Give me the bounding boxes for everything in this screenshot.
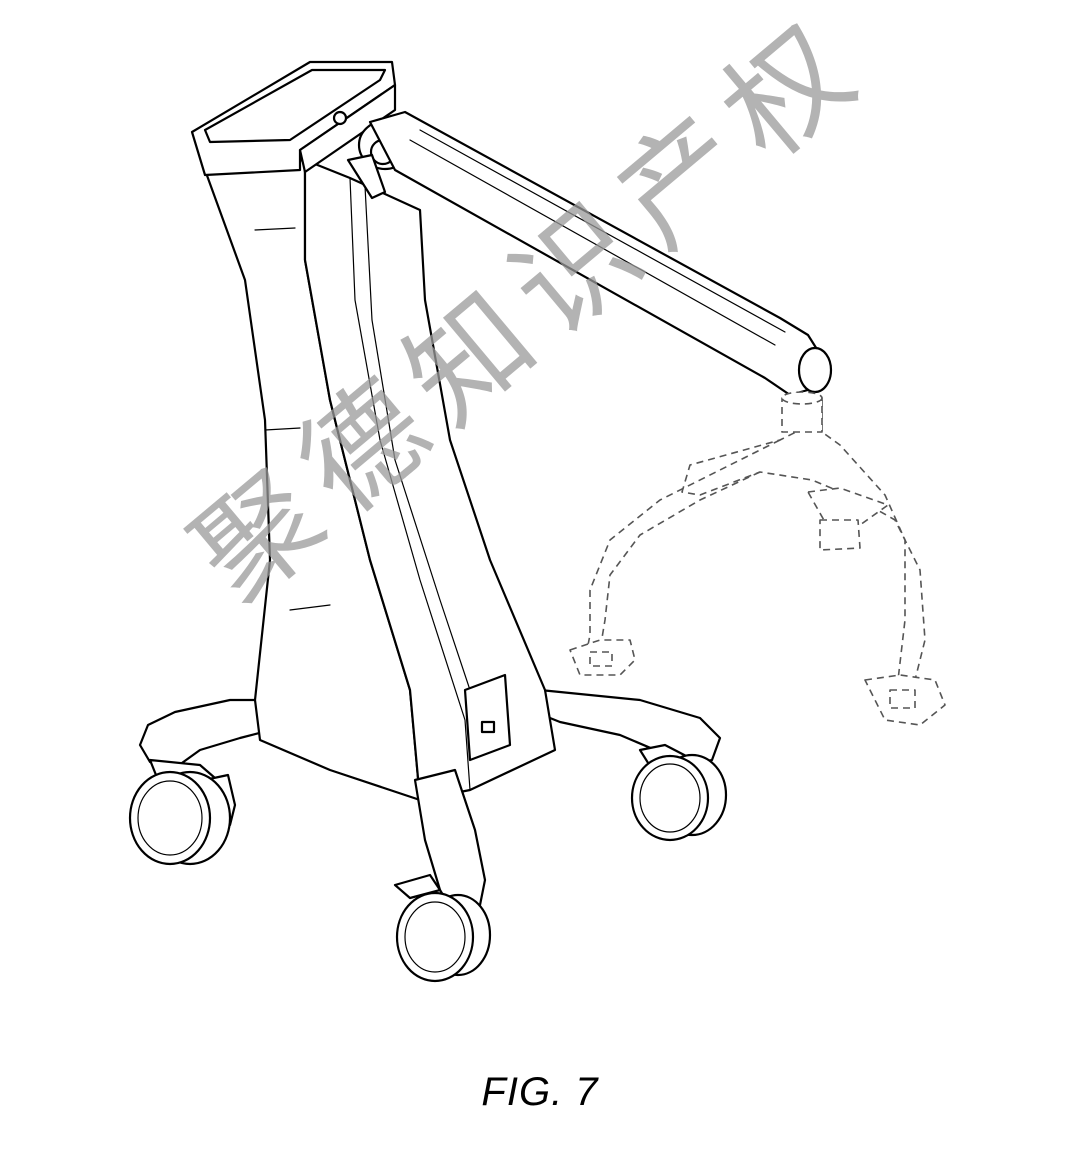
arm-post	[781, 391, 823, 433]
phantom-holder	[569, 400, 946, 726]
display-head	[190, 60, 397, 177]
connector-panel	[463, 673, 512, 762]
boom-arm	[368, 110, 833, 397]
caster-left	[128, 758, 237, 866]
base-leg-right	[533, 688, 722, 767]
support-column	[203, 158, 557, 802]
caster-front	[393, 873, 492, 983]
figure-caption: FIG. 7	[481, 1070, 599, 1114]
caster-rear-right	[630, 743, 728, 842]
